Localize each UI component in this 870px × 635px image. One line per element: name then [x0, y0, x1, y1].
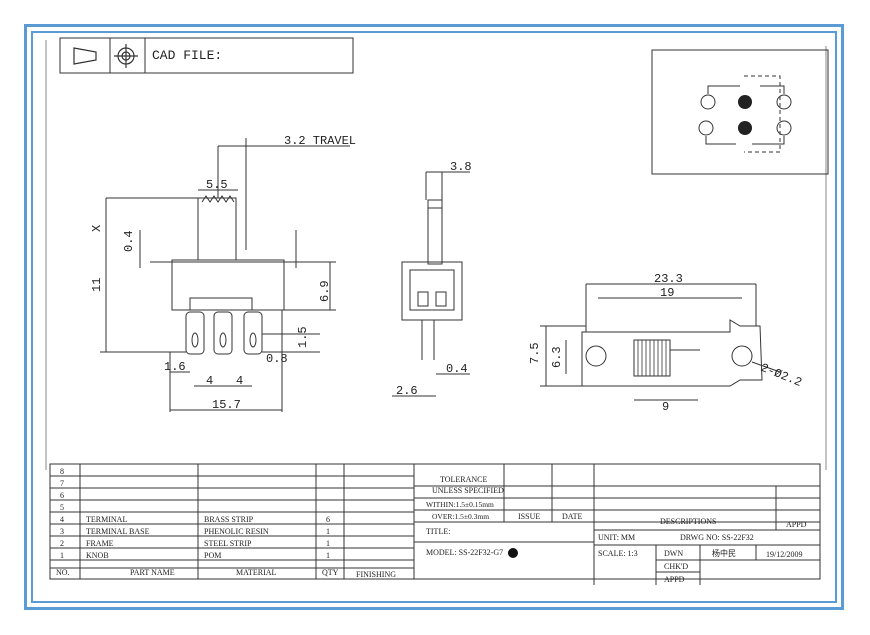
parts-cell-no: 6: [60, 491, 64, 500]
svg-text:6.3: 6.3: [550, 346, 564, 368]
parts-cell-no: 2: [60, 539, 64, 548]
svg-text:7.5: 7.5: [528, 342, 542, 364]
svg-text:11: 11: [90, 278, 104, 292]
svg-text:WITHIN:1.5±0.15mm: WITHIN:1.5±0.15mm: [426, 500, 494, 509]
svg-text:DESCRIPTIONS: DESCRIPTIONS: [660, 517, 716, 526]
parts-cell-name: KNOB: [86, 551, 109, 560]
header-box: [59, 37, 354, 74]
parts-cell-no: 7: [60, 479, 64, 488]
svg-text:23.3: 23.3: [654, 272, 683, 286]
parts-cell-qty: 1: [326, 551, 330, 560]
svg-text:UNLESS SPECIFIED: UNLESS SPECIFIED: [432, 486, 504, 495]
parts-cell-name: TERMINAL BASE: [86, 527, 150, 536]
common-contact-dot: [738, 95, 752, 109]
parts-cell-name: FRAME: [86, 539, 114, 548]
parts-cell-qty: 1: [326, 527, 330, 536]
svg-text:NO.: NO.: [56, 568, 70, 577]
svg-text:0.4: 0.4: [446, 362, 468, 376]
parts-cell-qty: 1: [326, 539, 330, 548]
svg-text:19: 19: [660, 286, 674, 300]
svg-text:DATE: DATE: [562, 512, 583, 521]
svg-text:9: 9: [662, 400, 669, 414]
outer-frame: [24, 24, 844, 610]
svg-text:DWN: DWN: [664, 549, 683, 558]
svg-text:ISSUE: ISSUE: [518, 512, 540, 521]
svg-text:1.6: 1.6: [164, 360, 186, 374]
color-mark: [508, 548, 518, 558]
svg-text:3.8: 3.8: [450, 160, 472, 174]
svg-text:4: 4: [206, 374, 213, 388]
svg-text:APPD: APPD: [664, 575, 685, 584]
parts-cell-no: 5: [60, 503, 64, 512]
svg-text:0.8: 0.8: [266, 352, 288, 366]
svg-text:5.5: 5.5: [206, 178, 228, 192]
svg-text:15.7: 15.7: [212, 398, 241, 412]
svg-text:3.2 TRAVEL: 3.2 TRAVEL: [284, 134, 356, 148]
parts-cell-material: PHENOLIC RESIN: [204, 527, 269, 536]
parts-cell-no: 1: [60, 551, 64, 560]
svg-text:6.9: 6.9: [318, 280, 332, 302]
inner-frame: [31, 31, 837, 603]
svg-text:DRWG NO: SS-22F32: DRWG NO: SS-22F32: [680, 533, 754, 542]
crosshair-icon: [114, 44, 138, 68]
svg-text:UNIT: MM: UNIT: MM: [598, 533, 635, 542]
svg-text:19/12/2009: 19/12/2009: [766, 550, 802, 559]
parts-cell-no: 3: [60, 527, 64, 536]
schematic-box: [651, 49, 829, 175]
svg-text:QTY: QTY: [322, 568, 339, 577]
svg-text:PART NAME: PART NAME: [130, 568, 175, 577]
parts-cell-material: STEEL STRIP: [204, 539, 252, 548]
svg-text:0.4: 0.4: [122, 230, 136, 252]
parts-cell-material: POM: [204, 551, 221, 560]
svg-text:4: 4: [236, 374, 243, 388]
parts-cell-material: BRASS STRIP: [204, 515, 254, 524]
svg-text:2.6: 2.6: [396, 384, 418, 398]
parts-cell-qty: 6: [326, 515, 330, 524]
svg-text:FINISHING: FINISHING: [356, 570, 396, 579]
svg-text:杨中民: 杨中民: [712, 548, 736, 558]
cad-file-label: CAD FILE:: [152, 48, 222, 63]
parts-cell-name: TERMINAL: [86, 515, 127, 524]
svg-text:X: X: [90, 225, 104, 232]
svg-text:MODEL: SS-22F32-G7: MODEL: SS-22F32-G7: [426, 548, 503, 557]
parts-cell-no: 8: [60, 467, 64, 476]
svg-text:APPD: APPD: [786, 520, 807, 529]
svg-text:TITLE:: TITLE:: [426, 527, 450, 536]
svg-text:1.5: 1.5: [296, 326, 310, 348]
svg-text:CHK'D: CHK'D: [664, 562, 688, 571]
projection-cone-icon: [73, 47, 97, 65]
svg-text:TOLERANCE: TOLERANCE: [440, 475, 488, 484]
svg-text:SCALE: 1:3: SCALE: 1:3: [598, 549, 638, 558]
parts-cell-no: 4: [60, 515, 64, 524]
common-contact-dot: [738, 121, 752, 135]
svg-text:OVER:1.5±0.3mm: OVER:1.5±0.3mm: [432, 512, 489, 521]
svg-text:MATERIAL: MATERIAL: [236, 568, 277, 577]
svg-text:2-Ø2.2: 2-Ø2.2: [759, 361, 804, 390]
